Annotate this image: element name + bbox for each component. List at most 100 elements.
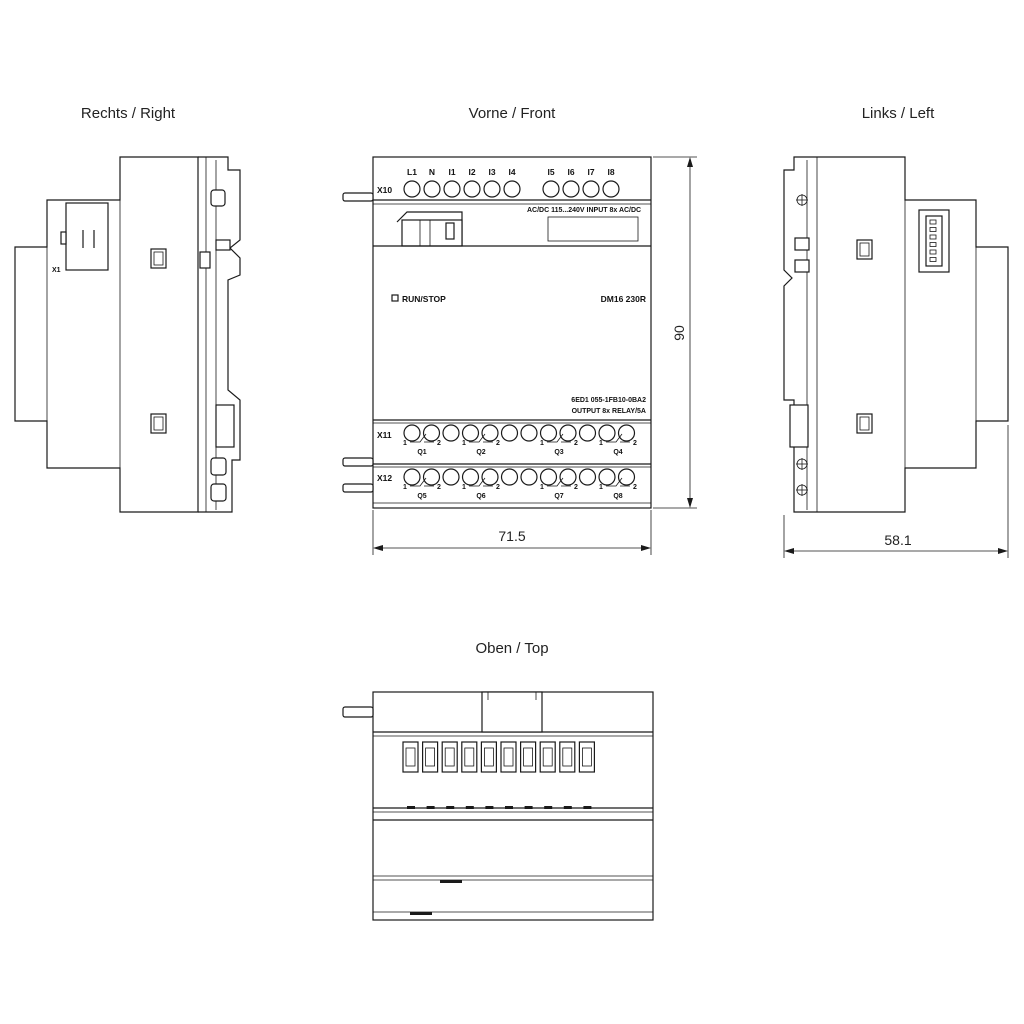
model-label: DM16 230R (601, 294, 646, 304)
terminal-screw (617, 468, 636, 486)
relay-pin-2: 2 (633, 484, 637, 491)
terminal-screw (602, 180, 620, 198)
terminal-screw (422, 424, 441, 442)
terminal-screw (423, 180, 441, 198)
terminal-screw (578, 424, 597, 442)
right-side-view: X1 (14, 156, 241, 513)
relay-pin-2: 2 (437, 484, 441, 491)
bus-pin (929, 242, 937, 247)
bus-pin (929, 227, 937, 232)
dim-width-arrow-left (373, 545, 383, 551)
terminal-screw (442, 468, 460, 486)
output-label: Q7 (554, 493, 563, 500)
top-terminal-screw-inner (582, 747, 592, 767)
right-latch-top-inner (153, 251, 164, 266)
bus-pin (929, 234, 937, 240)
terminal-screw (559, 468, 577, 486)
right-connector-box (65, 202, 109, 271)
terminal-screw (481, 468, 499, 486)
dim-width-value: 71.5 (498, 528, 525, 544)
output-label: Q4 (613, 449, 622, 456)
relay-pin-1: 1 (462, 484, 466, 491)
left-clip-notch (794, 237, 810, 251)
order-number-label: 6ED1 055-1FB10-0BA2 (571, 397, 646, 404)
relay-pin-1: 1 (403, 484, 407, 491)
terminal-screw (500, 468, 519, 486)
top-terminal-screw-inner (425, 747, 436, 767)
relay-pin-1: 1 (599, 484, 603, 491)
input-terminal-label: I1 (448, 167, 455, 177)
right-clip-hole-1 (210, 189, 226, 207)
relay-contact-icon (606, 433, 630, 443)
top-terminal-screw-inner (542, 747, 553, 767)
left-rail-clip (783, 156, 825, 513)
front-bus-pin-3 (342, 483, 374, 493)
screw-icon (796, 458, 808, 470)
top-terminal-screw-inner (405, 747, 416, 767)
left-housing-outline (825, 156, 1009, 513)
terminal-screw (539, 424, 558, 442)
left-bus-connector-inner (925, 215, 943, 267)
terminal-screw (578, 468, 597, 486)
input-terminal-label: I3 (488, 167, 495, 177)
screw-icon (796, 484, 808, 496)
top-terminal-screw (441, 741, 458, 773)
terminal-screw (617, 424, 636, 442)
terminal-screw (503, 180, 521, 198)
top-terminal-screw (578, 741, 596, 773)
run-stop-label: RUN/STOP (402, 294, 446, 304)
right-rail-clip (198, 156, 241, 513)
output-spec-label: OUTPUT 8x RELAY/5A (572, 408, 646, 415)
top-terminal-screw (402, 741, 419, 773)
bus-pin (929, 257, 937, 262)
relay-pin-2: 2 (437, 440, 441, 447)
relay-pin-2: 2 (496, 440, 500, 447)
relay-pin-1: 1 (462, 440, 466, 447)
top-terminal-screw (422, 741, 439, 773)
top-terminal-screw-inner (503, 747, 514, 767)
dim-height-value: 90 (671, 325, 687, 341)
relay-contact-icon (469, 477, 493, 487)
input-terminal-label: I2 (468, 167, 475, 177)
top-terminal-screw (500, 741, 517, 773)
front-housing-outline (372, 156, 652, 509)
dim-depth-arrow-right (998, 548, 1008, 554)
left-clip-lower (789, 404, 809, 448)
top-bus-pin (342, 706, 374, 718)
front-latch-window (445, 222, 455, 240)
terminal-screw (559, 424, 577, 442)
top-terminal-screw-inner (444, 747, 455, 767)
terminal-screw (403, 424, 421, 442)
terminal-screw (542, 180, 560, 198)
bus-pin (929, 249, 937, 255)
input-terminal-circles (403, 180, 620, 198)
terminal-screw (483, 180, 501, 198)
terminal-screw (463, 180, 481, 198)
dim-depth-value: 58.1 (884, 532, 911, 548)
terminal-screw (403, 468, 421, 486)
left-side-view: 58.1 (783, 156, 1009, 558)
relay-contact-icon (547, 433, 571, 443)
input-terminal-label: I6 (567, 167, 574, 177)
terminal-screw (520, 424, 538, 442)
dim-width-arrow-right (641, 545, 651, 551)
relay-contact-icon (469, 433, 493, 443)
front-bus-pin-2 (342, 457, 374, 467)
right-clip-hole-3 (210, 483, 227, 502)
terminal-screw (520, 468, 538, 486)
title-right-view: Rechts / Right (81, 105, 176, 122)
relay-pin-2: 2 (496, 484, 500, 491)
terminal-screw (422, 468, 441, 486)
terminal-screw (443, 180, 461, 198)
output-label: Q5 (417, 493, 426, 500)
relay-pin-1: 1 (540, 484, 544, 491)
relay-pin-2: 2 (574, 440, 578, 447)
relay-pin-1: 1 (403, 440, 407, 447)
relay-contact-icon (547, 477, 571, 487)
connector-x11-label: X11 (377, 430, 392, 440)
dim-height-arrow-bottom (687, 498, 693, 508)
relay-contact-icon (410, 433, 434, 443)
input-spec-label: AC/DC 115...240V INPUT 8x AC/DC (527, 207, 641, 214)
